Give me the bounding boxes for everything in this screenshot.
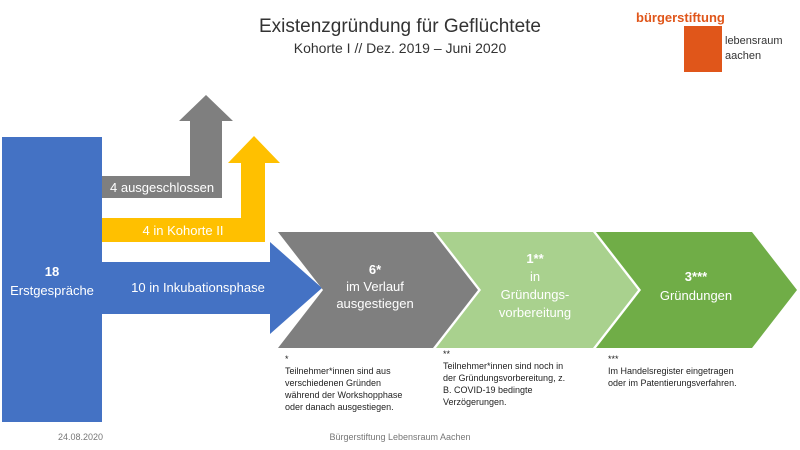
page-subtitle: Kohorte I // Dez. 2019 – Juni 2020	[293, 40, 507, 56]
step-dropout-value: 6*	[369, 262, 382, 277]
logo-square-icon	[684, 26, 722, 72]
logo-text-top: bürgerstiftung	[636, 10, 725, 25]
footer-date: 24.08.2020	[58, 432, 104, 442]
step-prep-line2: Gründungs-	[501, 287, 570, 302]
footnote-line: B. COVID-19 bedingte	[443, 385, 533, 395]
footnote-founded: *** Im Handelsregister eingetragen oder …	[608, 353, 768, 389]
start-label: Erstgespräche	[10, 283, 94, 298]
step-chevron-preparation	[436, 232, 638, 348]
kohorte2-arrow	[102, 136, 280, 242]
step-prep-value: 1**	[526, 251, 544, 266]
footnote-dropout: * Teilnehmer*innen sind aus verschiedene…	[285, 353, 430, 413]
incubation-label: 10 in Inkubationsphase	[131, 280, 265, 295]
excluded-label: 4 ausgeschlossen	[110, 180, 214, 195]
step-chevron-dropout	[278, 232, 478, 348]
footnote-line: der Gründungsvorbereitung, z.	[443, 373, 566, 383]
step-chevron-founded	[596, 232, 797, 348]
footnote-line: Teilnehmer*innen sind noch in	[443, 361, 564, 371]
step-founded-line1: Gründungen	[660, 288, 732, 303]
start-value: 18	[45, 264, 59, 279]
logo: bürgerstiftung lebensraum aachen	[636, 10, 782, 72]
incubation-arrow	[2, 137, 322, 422]
footnote-mark: *	[285, 354, 289, 364]
step-dropout-line1: im Verlauf	[346, 279, 404, 294]
footnote-line: verschiedenen Gründen	[285, 378, 382, 388]
step-prep-line3: vorbereitung	[499, 305, 571, 320]
footnote-preparation: ** Teilnehmer*innen sind noch in der Grü…	[443, 348, 593, 408]
logo-text-mid: lebensraum	[725, 35, 783, 47]
page-title: Existenzgründung für Geflüchtete	[258, 16, 541, 37]
step-founded-value: 3***	[685, 269, 708, 284]
footnote-line: während der Workshopphase	[285, 390, 403, 400]
logo-text-bottom: aachen	[725, 50, 762, 62]
footnote-line: oder im Patentierungsverfahren.	[608, 378, 737, 388]
footnote-line: Teilnehmer*innen sind aus	[285, 366, 391, 376]
footnote-mark: **	[443, 349, 451, 359]
step-dropout-line2: ausgestiegen	[336, 296, 413, 311]
footnote-line: oder danach ausgestiegen.	[285, 402, 394, 412]
footnote-mark: ***	[608, 354, 619, 364]
footnote-line: Im Handelsregister eingetragen	[608, 366, 734, 376]
footer-org: Bürgerstiftung Lebensraum Aachen	[329, 432, 471, 442]
footnote-line: Verzögerungen.	[443, 397, 507, 407]
excluded-arrow	[102, 95, 233, 198]
kohorte2-label: 4 in Kohorte II	[143, 223, 224, 238]
step-prep-line1: in	[530, 269, 540, 284]
